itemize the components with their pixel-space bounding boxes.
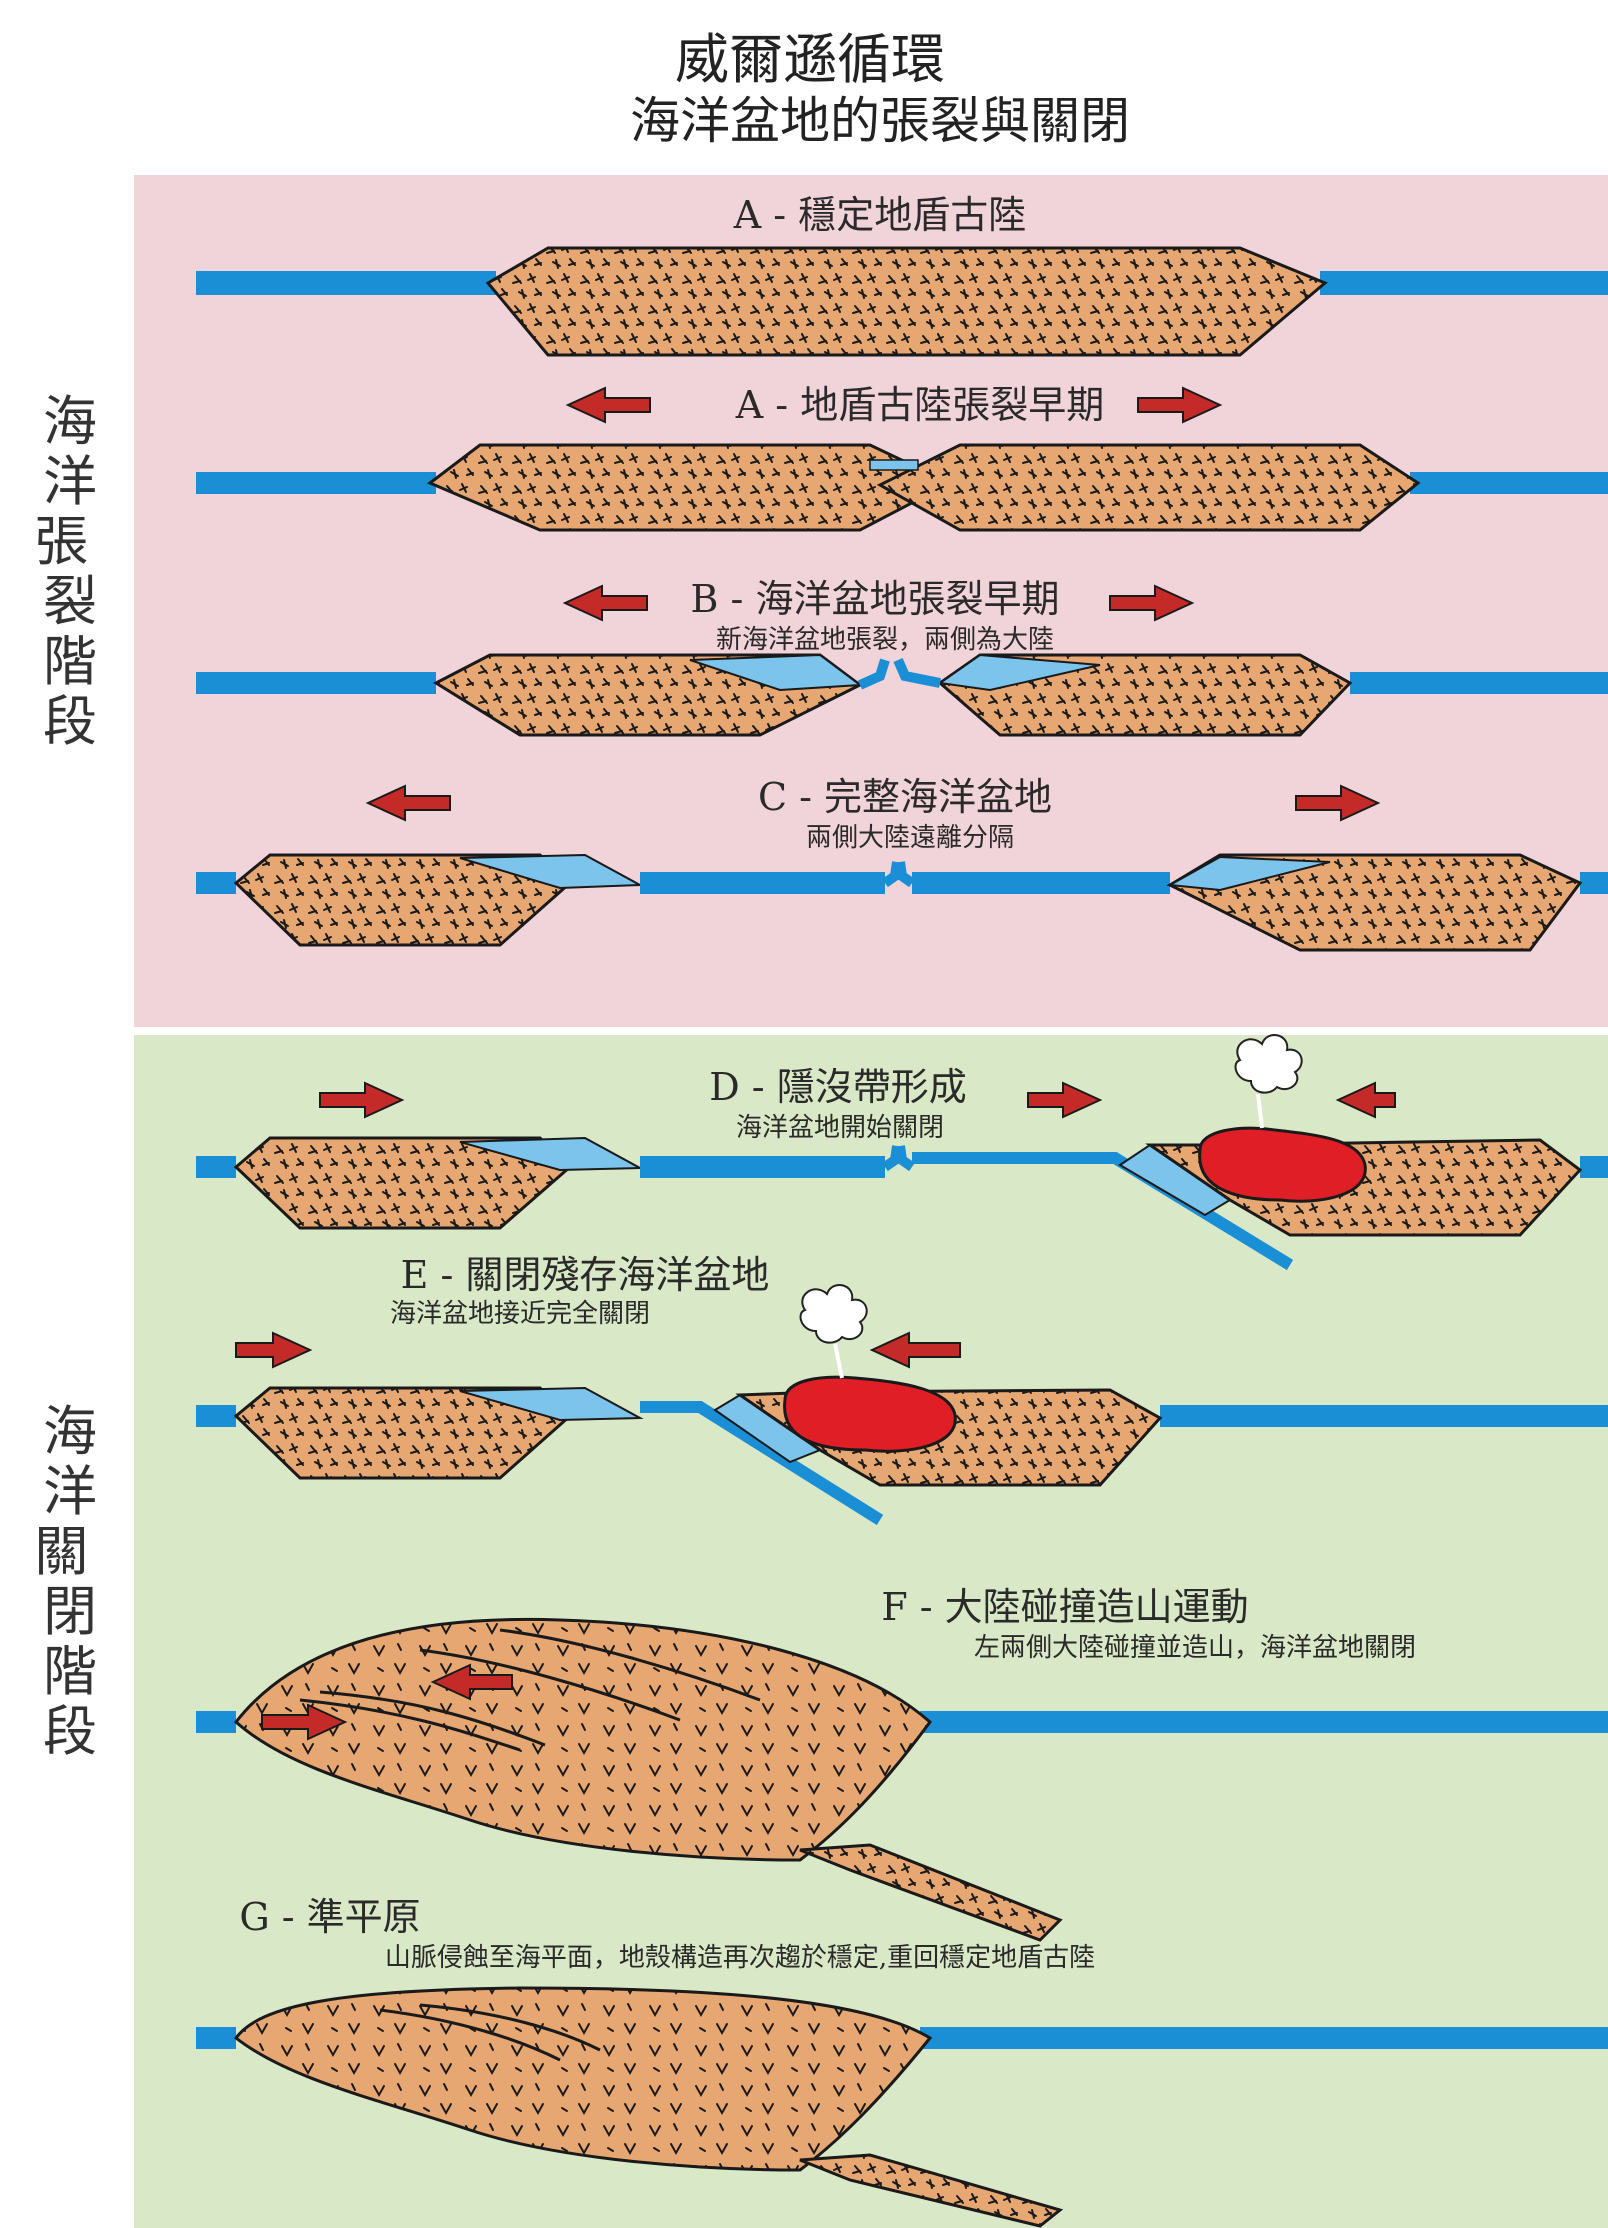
stage-d-note: 海洋盆地開始關閉: [736, 1113, 944, 1143]
stage-f-note: 左兩側大陸碰撞並造山，海洋盆地關閉: [974, 1633, 1416, 1663]
continent-shield: [488, 248, 1325, 355]
stage-d-label: D - 隱沒帶形成: [709, 1065, 966, 1109]
stage-a2-label: A - 地盾古陸張裂早期: [735, 383, 1104, 427]
stage-e-label: E - 關閉殘存海洋盆地: [401, 1253, 770, 1297]
stage-b-note: 新海洋盆地張裂，兩側為大陸: [716, 625, 1054, 655]
ocean-crust-left: [196, 1405, 236, 1427]
ocean-crust-left: [196, 672, 436, 694]
diagram-subtitle: 海洋盆地的張裂與關閉: [630, 92, 1130, 150]
ocean-crust-left: [196, 1156, 236, 1178]
ocean-crust-right: [920, 2027, 1608, 2049]
phase-label-rifting: 海洋張 裂階段: [34, 390, 105, 753]
stage-g-note: 山脈侵蝕至海平面，地殼構造再次趨於穩定,重回穩定地盾古陸: [385, 1943, 1095, 1973]
stage-f-label: F - 大陸碰撞造山運動: [881, 1585, 1248, 1629]
stage-c-note: 兩側大陸遠離分隔: [806, 823, 1014, 853]
ocean-crust-right: [1410, 472, 1608, 494]
ocean-crust-right: [1580, 872, 1608, 894]
stage-b-label: B - 海洋盆地張裂早期: [691, 577, 1060, 621]
phase-label-closing: 海洋關 閉階段: [34, 1400, 105, 1763]
ocean-crust-right: [1160, 1405, 1608, 1427]
ocean-crust-left: [196, 1711, 236, 1733]
stage-c-label: C - 完整海洋盆地: [758, 775, 1052, 819]
ocean-crust-left: [196, 2027, 236, 2049]
ocean-crust-right: [1350, 672, 1608, 694]
diagram-title: 威爾遜循環: [675, 28, 945, 91]
ocean-crust-right: [1320, 271, 1608, 295]
stage-g-label: G - 準平原: [239, 1895, 420, 1939]
ocean-crust-left: [196, 872, 236, 894]
ocean-crust-right: [920, 1711, 1608, 1733]
ocean-crust-right: [1580, 1156, 1608, 1178]
stage-e-note: 海洋盆地接近完全關閉: [390, 1299, 650, 1329]
ocean-crust-left: [196, 472, 436, 494]
stage-a1-label: A - 穩定地盾古陸: [733, 193, 1026, 237]
ocean-crust-left: [196, 271, 496, 295]
